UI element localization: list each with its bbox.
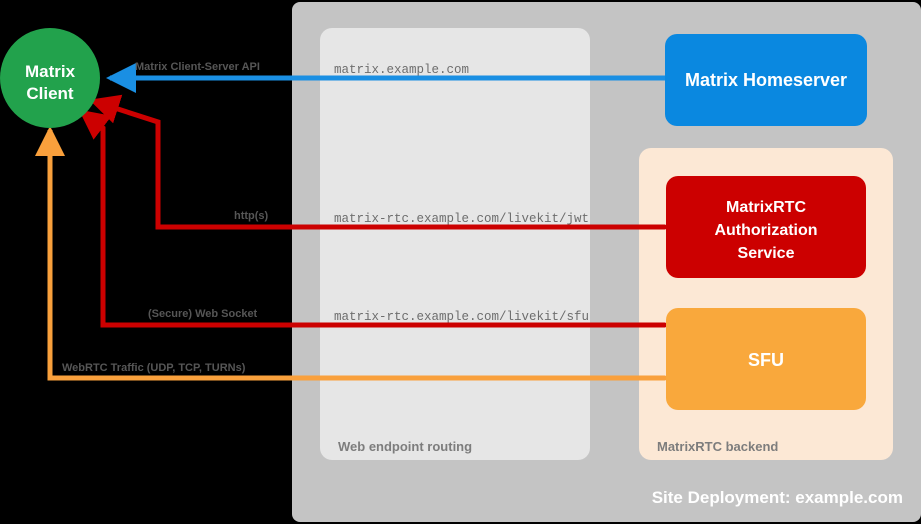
node-matrixrtc-authorization-service-label-line2: Authorization [714, 222, 817, 239]
connection-matrix-client-server-api-endpoint-label: matrix.example.com [334, 63, 469, 77]
connection-matrix-client-server-api-protocol-label: Matrix Client-Server API [135, 61, 260, 73]
node-matrixrtc-authorization-service[interactable] [666, 176, 866, 278]
node-matrix-homeserver-label: Matrix Homeserver [685, 70, 847, 90]
site-deployment-label: Site Deployment: example.com [652, 488, 903, 507]
connection-webrtc-traffic-protocol-label: WebRTC Traffic (UDP, TCP, TURNs) [62, 362, 246, 374]
connection-livekit-jwt-endpoint-label: matrix-rtc.example.com/livekit/jwt [334, 212, 589, 226]
container-matrixrtc-backend-label: MatrixRTC backend [657, 439, 778, 454]
container-web-endpoint-routing-label: Web endpoint routing [338, 439, 472, 454]
node-matrix-client[interactable] [0, 28, 100, 128]
node-matrixrtc-authorization-service-label-line1: MatrixRTC [726, 199, 806, 216]
container-web-endpoint-routing [320, 28, 590, 460]
node-matrix-client-label-line1: Matrix [25, 62, 76, 81]
node-sfu[interactable] [666, 308, 866, 410]
node-sfu-label: SFU [748, 350, 784, 370]
node-matrix-homeserver[interactable] [665, 34, 867, 126]
connection-livekit-jwt-protocol-label: http(s) [234, 210, 269, 222]
connection-webrtc-traffic [35, 125, 691, 393]
connection-livekit-sfu-endpoint-label: matrix-rtc.example.com/livekit/sfu [334, 310, 589, 324]
connection-livekit-sfu-protocol-label: (Secure) Web Socket [148, 308, 258, 320]
node-matrixrtc-authorization-service-label-line3: Service [738, 245, 795, 262]
node-matrix-client-label-line2: Client [26, 84, 74, 103]
